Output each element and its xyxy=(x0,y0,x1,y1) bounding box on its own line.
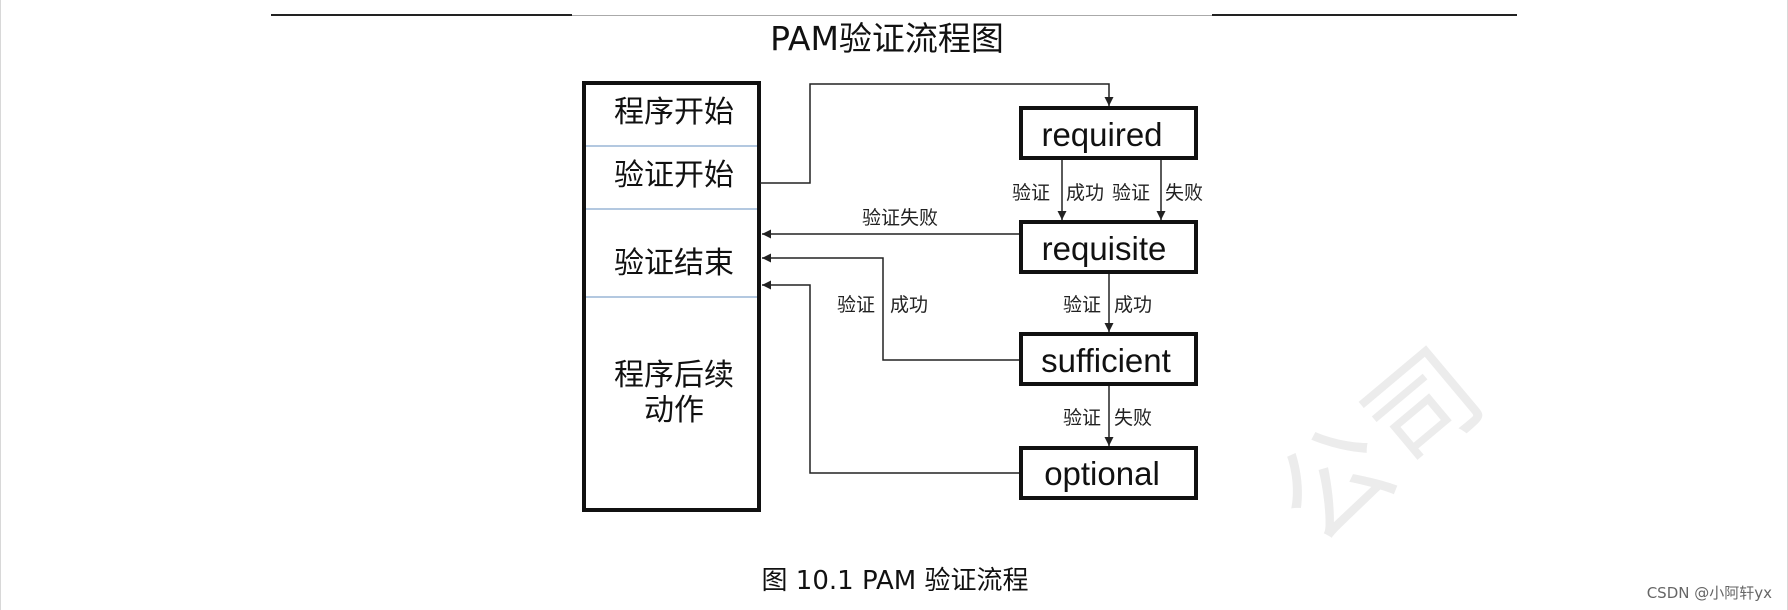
edge-label-required-fail-b: 失败 xyxy=(1165,182,1203,204)
source-credit: CSDN @小阿轩yx xyxy=(1646,584,1772,602)
edge-label-sufficient-fail-a: 验证 xyxy=(1063,407,1101,429)
edge-optional xyxy=(762,280,1019,474)
edge-label-sufficient-fail-b: 失败 xyxy=(1114,407,1152,429)
section-program-start: 程序开始 xyxy=(614,95,734,130)
figure-caption: 图 10.1 PAM 验证流程 xyxy=(761,566,1029,596)
sufficient-label: sufficient xyxy=(1041,342,1171,379)
optional-box xyxy=(1019,446,1198,500)
optional-label: optional xyxy=(1044,455,1160,492)
edge-auth-start-to-required xyxy=(760,83,1114,184)
requisite-label: requisite xyxy=(1042,230,1167,267)
required-box xyxy=(1019,106,1198,160)
sufficient-box xyxy=(1019,332,1198,386)
section-auth-end: 验证结束 xyxy=(614,246,734,281)
edge-label-requisite-success-a: 验证 xyxy=(1063,294,1101,316)
section-auth-start: 验证开始 xyxy=(614,158,734,193)
edge-label-sufficient-success-a: 验证 xyxy=(837,294,875,316)
top-rule-inner xyxy=(572,15,1212,16)
edge-label-required-success-b: 成功 xyxy=(1066,182,1104,204)
edge-label-requisite-success-b: 成功 xyxy=(1114,294,1152,316)
edge-label-required-fail-a: 验证 xyxy=(1112,182,1150,204)
edge-sufficient-success xyxy=(762,253,1019,361)
edge-label-requisite-fail: 验证失败 xyxy=(862,207,938,229)
edge-label-sufficient-success-b: 成功 xyxy=(890,294,928,316)
requisite-box xyxy=(1019,220,1198,274)
section-program-followup-line1: 程序后续 xyxy=(614,358,734,393)
edge-label-required-success-a: 验证 xyxy=(1012,182,1050,204)
section-program-followup-line2: 动作 xyxy=(644,393,704,428)
required-label: required xyxy=(1041,116,1162,153)
page-edge-left xyxy=(0,0,1,610)
diagram-title: PAM验证流程图 xyxy=(770,19,1004,58)
